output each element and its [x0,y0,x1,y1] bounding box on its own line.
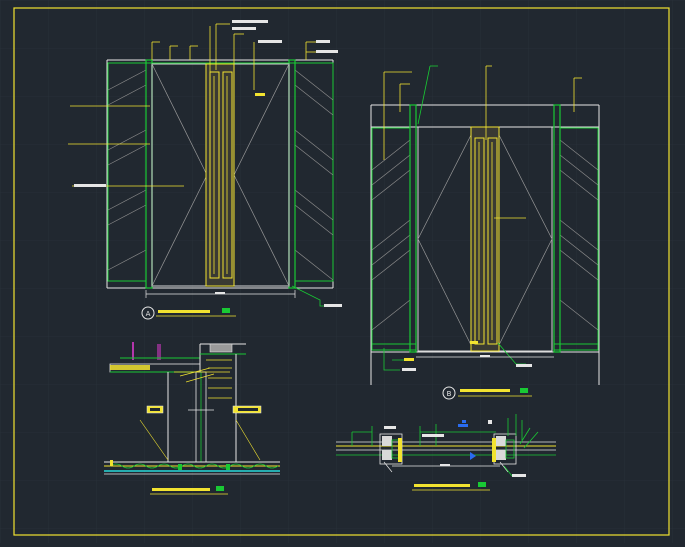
section-detail-title [152,488,210,491]
section-marker-b [442,386,456,400]
view-a-title [158,310,210,313]
center-stile-b [470,126,500,352]
plan-detail-title [414,484,470,487]
elevation-view-a: A [68,20,342,320]
drawing-frame [13,7,670,536]
section-marker-b-label: B [447,390,452,398]
section-marker-a [141,306,155,320]
elevation-view-b: B [370,65,600,400]
section-marker-a-label: A [146,310,151,318]
section-detail-vertical [104,342,280,495]
view-b-title [460,389,510,392]
center-stile-a [205,63,235,287]
plan-detail-horizontal [336,414,556,491]
